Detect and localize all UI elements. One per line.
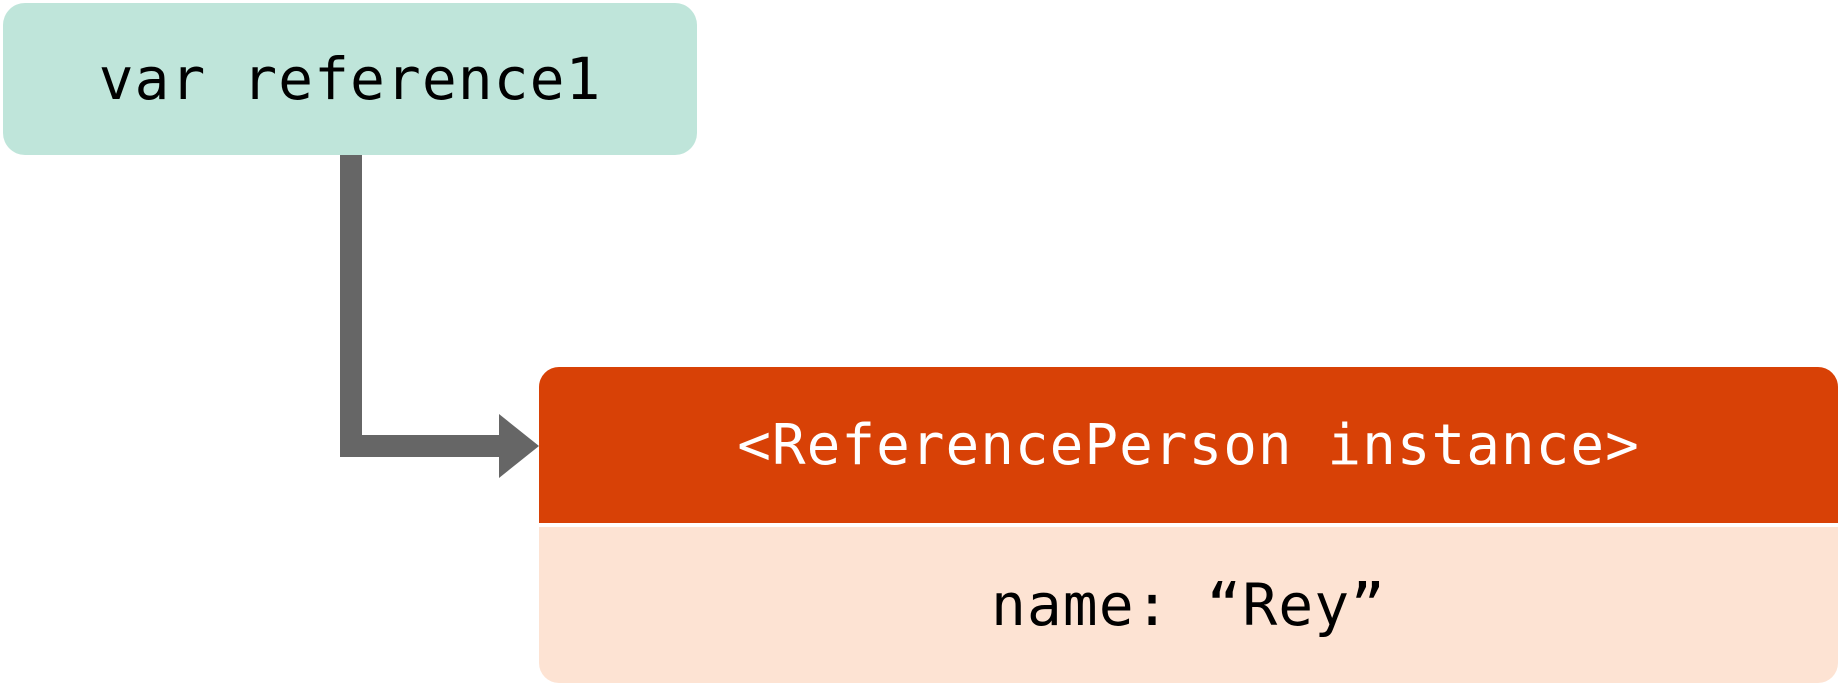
instance-divider — [539, 523, 1838, 527]
instance-type-label: <ReferencePerson instance> — [737, 412, 1640, 478]
reference-arrow-head — [499, 414, 539, 478]
property-label: name: “Rey” — [990, 571, 1387, 639]
instance-header: <ReferencePerson instance> — [539, 367, 1838, 523]
instance-box: <ReferencePerson instance> name: “Rey” — [539, 367, 1838, 683]
variable-label: var reference1 — [98, 45, 602, 113]
instance-body: name: “Rey” — [539, 527, 1838, 683]
reference-arrow-line — [340, 155, 502, 457]
variable-box: var reference1 — [3, 3, 697, 155]
